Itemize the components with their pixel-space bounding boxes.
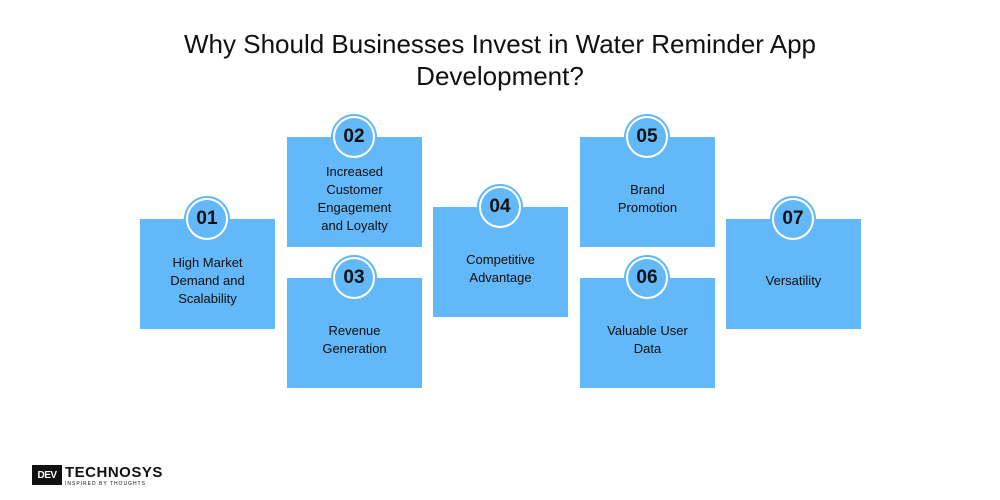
step-badge-04: 04 — [477, 184, 523, 230]
step-02-line-2: Customer — [326, 182, 383, 197]
step-number-03: 03 — [343, 267, 365, 288]
title-line-1: Why Should Businesses Invest in Water Re… — [184, 29, 816, 59]
step-01-line-3: Scalability — [178, 291, 237, 306]
step-card-07: Versatility — [726, 219, 861, 329]
step-label-03: Revenue Generation — [322, 322, 386, 358]
step-number-07: 07 — [782, 208, 804, 229]
title-line-2: Development? — [416, 61, 584, 91]
brand-logo: DEV TECHNOSYS INSPIRED BY THOUGHTS — [32, 465, 163, 488]
step-03-line-1: Revenue — [328, 323, 381, 338]
step-01-line-2: Demand and — [170, 273, 245, 288]
step-label-01: High Market Demand and Scalability — [170, 254, 244, 308]
step-label-07: Versatility — [766, 272, 822, 290]
step-badge-05: 05 — [624, 114, 670, 160]
step-03-line-2: Generation — [322, 341, 387, 356]
step-05-line-1: Brand — [630, 182, 665, 197]
step-07-line-1: Versatility — [765, 273, 822, 288]
page-title: Why Should Businesses Invest in Water Re… — [0, 28, 1000, 92]
step-badge-03: 03 — [331, 255, 377, 301]
step-number-01: 01 — [196, 208, 218, 229]
step-04-line-1: Competitive — [466, 252, 535, 267]
logo-name: TECHNOSYS — [65, 464, 163, 481]
step-badge-02: 02 — [331, 114, 377, 160]
logo-tagline: INSPIRED BY THOUGHTS — [65, 481, 146, 487]
step-label-05: Brand Promotion — [618, 181, 677, 217]
step-label-04: Competitive Advantage — [466, 251, 535, 287]
step-number-02: 02 — [343, 126, 365, 147]
step-02-line-4: and Loyalty — [321, 218, 388, 233]
step-05-line-2: Promotion — [617, 200, 678, 215]
step-label-02: Increased Customer Engagement and Loyalt… — [318, 163, 392, 235]
step-04-line-2: Advantage — [469, 270, 532, 285]
step-badge-07: 07 — [770, 196, 816, 242]
step-badge-06: 06 — [624, 255, 670, 301]
step-number-05: 05 — [636, 126, 658, 147]
step-label-06: Valuable User Data — [607, 322, 688, 358]
step-06-line-1: Valuable User — [607, 323, 688, 338]
step-card-02: Increased Customer Engagement and Loyalt… — [287, 137, 422, 247]
logo-mark: DEV — [32, 465, 62, 485]
step-06-line-2: Data — [633, 341, 662, 356]
step-02-line-1: Increased — [325, 164, 384, 179]
step-number-04: 04 — [489, 196, 511, 217]
step-01-line-1: High Market — [172, 255, 243, 270]
step-02-line-3: Engagement — [317, 200, 392, 215]
step-badge-01: 01 — [184, 196, 230, 242]
step-number-06: 06 — [636, 267, 658, 288]
